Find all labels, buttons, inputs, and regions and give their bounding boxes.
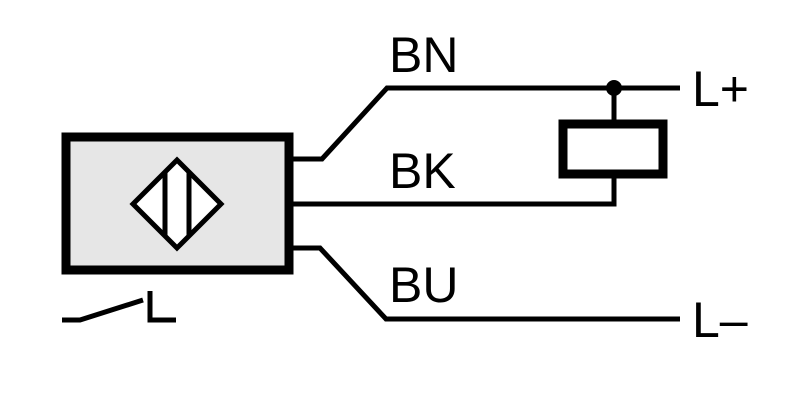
terminal-label-negative: L–	[692, 292, 748, 348]
inductive-sensor-icon	[129, 156, 225, 252]
wire-label-bu: BU	[389, 257, 458, 313]
terminal-label-positive: L+	[692, 61, 749, 117]
black-wire	[293, 174, 617, 207]
wire-label-bk: BK	[389, 143, 456, 199]
relay-coil-icon	[558, 119, 668, 179]
brown-wire	[293, 85, 680, 162]
blue-wire	[293, 245, 680, 322]
wire-label-bn: BN	[389, 27, 458, 83]
normally-open-contact-icon	[62, 291, 176, 323]
